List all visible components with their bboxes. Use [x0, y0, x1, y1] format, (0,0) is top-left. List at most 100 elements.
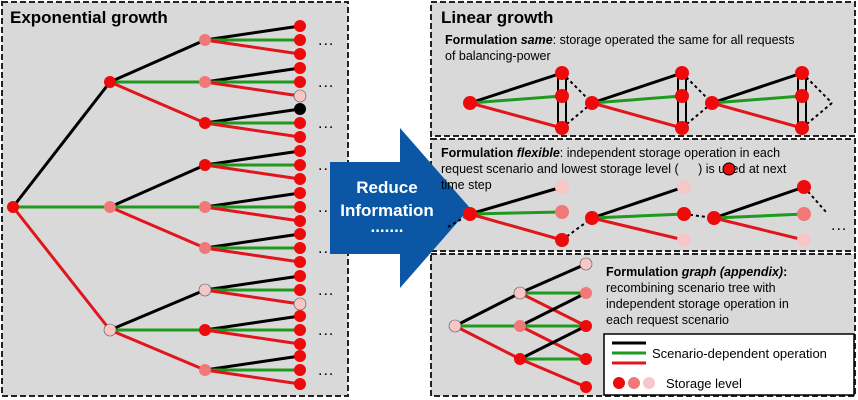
tree-leaf-node — [294, 131, 306, 143]
flexible-suffix: : independent storage operation in each — [560, 146, 780, 160]
tree-leaf-node — [294, 159, 306, 171]
tree-edge — [109, 80, 206, 125]
tree-level2-node — [199, 34, 211, 46]
title-exponential: Exponential growth — [10, 8, 168, 27]
tree-leaf-node — [294, 173, 306, 185]
flexible-desc-line1: Formulation flexible: independent storag… — [441, 146, 780, 160]
tree-edge — [204, 38, 301, 56]
tree-ellipsis: ... — [318, 74, 334, 91]
tree-leaf-node — [294, 103, 306, 115]
legend-dot-red — [613, 377, 625, 389]
tree-level2-node — [199, 364, 211, 376]
tree-edge — [204, 232, 301, 250]
tree-leaf-node — [294, 338, 306, 350]
tree-ellipsis: ... — [318, 282, 334, 299]
panel-linear — [430, 1, 856, 137]
tree-edge — [109, 288, 206, 332]
tree-edge — [204, 191, 301, 209]
tree-level1-node — [103, 323, 117, 337]
tree-level1-node — [104, 76, 116, 88]
title-linear: Linear growth — [441, 8, 553, 27]
graph-suffix: : — [783, 265, 787, 279]
graph-prefix: Formulation — [606, 265, 682, 279]
tree-level1-node — [104, 201, 116, 213]
graph-desc-line3: independent storage operation in — [606, 297, 789, 311]
tree-leaf-node — [294, 364, 306, 376]
flexible-prefix: Formulation — [441, 146, 517, 160]
tree-level2-node — [199, 117, 211, 129]
tree-level2-node — [199, 159, 211, 171]
tree-edge — [204, 354, 301, 372]
tree-edge — [204, 368, 301, 386]
tree-level2-node — [199, 242, 211, 254]
tree-leaf-node — [294, 310, 306, 322]
flexible-keyword: flexible — [517, 146, 560, 160]
tree-edge — [204, 24, 301, 42]
tree-leaf-node — [294, 215, 306, 227]
tree-edge — [204, 149, 301, 167]
flexible-line2-end: ) is used at next — [698, 162, 787, 176]
tree-edge — [109, 38, 206, 84]
arrow-label-information: Information — [340, 201, 434, 220]
tree-ellipsis: ... — [318, 32, 334, 49]
arrow-dots: ....... — [370, 217, 403, 236]
reduce-arrow — [330, 128, 470, 288]
tree-edge — [204, 80, 301, 98]
tree-edge — [204, 163, 301, 181]
tree-leaf-node — [294, 117, 306, 129]
same-suffix: : storage operated the same for all requ… — [553, 33, 795, 47]
legend-dot-pink — [643, 377, 655, 389]
tree-edge — [204, 205, 301, 223]
tree-leaf-node — [294, 242, 306, 254]
tree-edge — [204, 246, 301, 264]
graph-desc-line2: recombining scenario tree with — [606, 281, 776, 295]
tree-ellipsis: ... — [318, 240, 334, 257]
graph-diagram — [448, 257, 593, 393]
tree-leaf-node — [294, 270, 306, 282]
tree-root-node — [7, 201, 19, 213]
lowest-level-marker — [722, 162, 736, 176]
tree-edge — [204, 328, 301, 346]
same-diagram — [463, 66, 833, 135]
same-desc-line1: Formulation same: storage operated the s… — [445, 33, 795, 47]
tree-ellipsis: ... — [318, 157, 334, 174]
flexible-line2: request scenario and lowest storage leve… — [441, 162, 679, 176]
tree-leaf-node — [294, 324, 306, 336]
flexible-ellipsis: ... — [831, 217, 847, 234]
tree-leaf-node — [294, 62, 306, 74]
tree-leaf-node — [293, 297, 307, 311]
tree-edge — [204, 314, 301, 332]
tree-edge — [11, 81, 112, 208]
tree-level2-node — [199, 201, 211, 213]
tree-edge — [204, 288, 301, 306]
tree-leaf-node — [294, 378, 306, 390]
tree-edge — [109, 205, 206, 250]
tree-leaf-node — [294, 34, 306, 46]
tree-edge — [109, 328, 206, 372]
tree-level2-node — [199, 76, 211, 88]
tree-leaf-node — [294, 256, 306, 268]
same-prefix: Formulation — [445, 33, 521, 47]
graph-desc-line4: each request scenario — [606, 313, 729, 327]
tree-ellipsis: ... — [318, 115, 334, 132]
tree-leaf-node — [294, 76, 306, 88]
tree-edge — [204, 121, 301, 139]
tree-edge — [204, 274, 301, 292]
tree-leaf-node — [294, 201, 306, 213]
tree-edge — [109, 163, 206, 209]
flexible-desc-line3: time step — [441, 178, 492, 192]
tree-level2-node — [199, 324, 211, 336]
tree-edge — [204, 107, 301, 125]
tree-leaf-node — [294, 350, 306, 362]
graph-keyword: graph (appendix) — [681, 265, 783, 279]
flexible-desc-line2: request scenario and lowest storage leve… — [441, 162, 787, 176]
tree-leaf-node — [294, 145, 306, 157]
same-keyword: same — [521, 33, 553, 47]
tree-leaf-node — [293, 89, 307, 103]
tree-edge — [204, 66, 301, 84]
tree-ellipsis: ... — [318, 362, 334, 379]
tree-leaf-node — [294, 48, 306, 60]
tree-level2-node — [198, 283, 212, 297]
same-desc-line2: of balancing-power — [445, 49, 551, 63]
exponential-tree: ........................... — [7, 20, 334, 390]
